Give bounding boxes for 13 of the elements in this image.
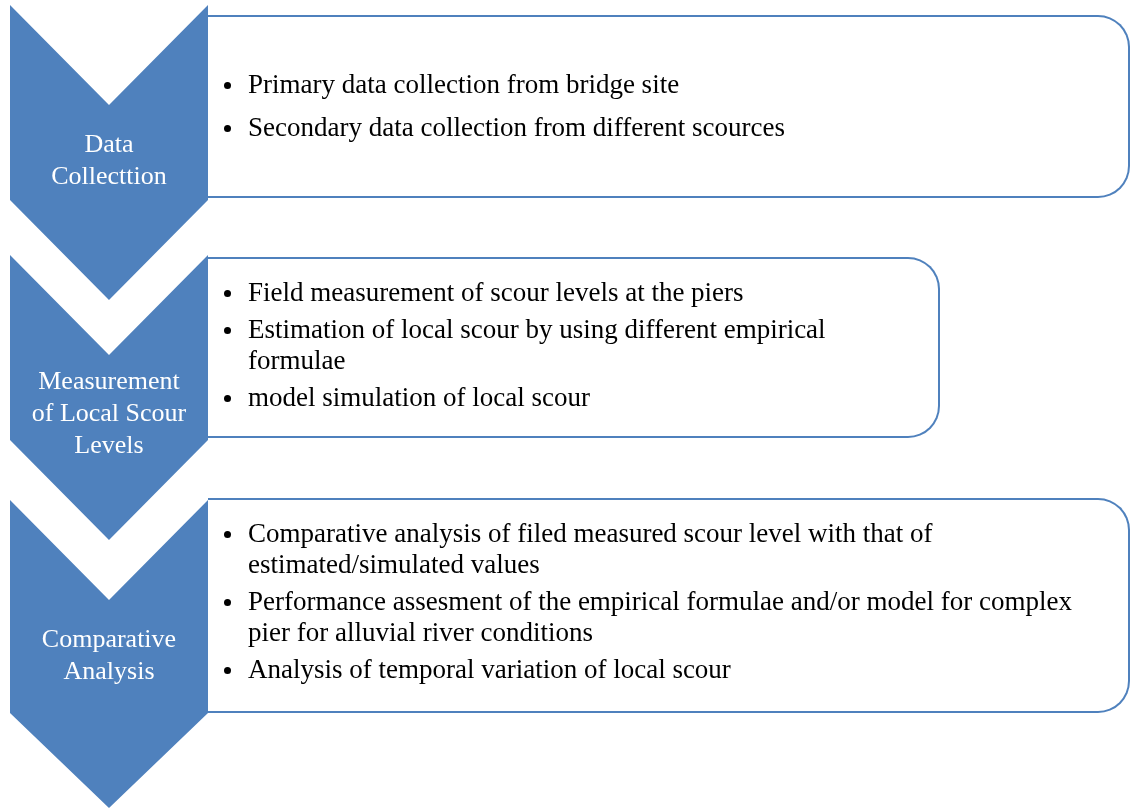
bullet-item: Comparative analysis of filed measured scour level with that of estimated/simulated values [248, 518, 933, 579]
bullet-panel [208, 257, 940, 438]
step-label: Comparative Analysis [40, 623, 178, 687]
bullet-panel [208, 498, 1130, 713]
bullet-item: Primary data collection from bridge site [248, 69, 680, 99]
bullet-item: Secondary data collection from different scources [248, 112, 786, 142]
bullet-item: Analysis of temporal variation of local scour [248, 654, 731, 684]
bullet-item: Performance assesment of the empirical formulae and/or model for complex pier for alluvial river conditions [248, 586, 1072, 647]
bullet-item: Field measurement of scour levels at the piers [248, 277, 744, 307]
bullet-item: model simulation of local scour [248, 382, 590, 412]
step-label: Data Collecttion [50, 128, 168, 192]
bullet-panel [208, 15, 1130, 198]
step-label: Measurement of Local Scour Levels [30, 364, 188, 461]
